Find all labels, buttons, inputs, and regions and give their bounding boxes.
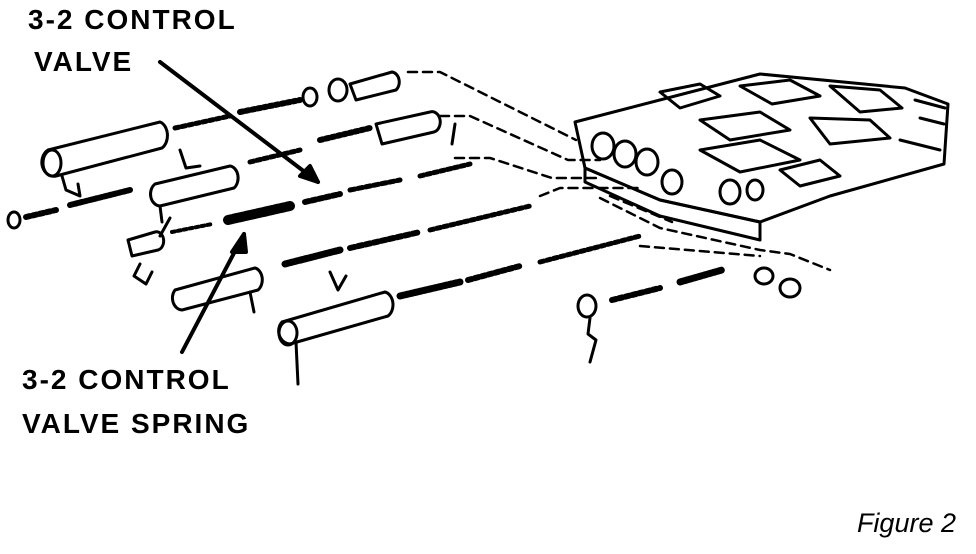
small-parts-lower-right	[576, 266, 802, 364]
leader-arrow-control-spring	[180, 232, 248, 354]
valve-row-3	[126, 161, 473, 286]
valve-row-5	[277, 233, 643, 386]
leader-arrow-control-valve	[158, 60, 320, 184]
valve-body-casting	[573, 72, 950, 242]
valve-row-2	[6, 110, 457, 238]
control-valve-label-line1: 3-2 CONTROL	[28, 4, 237, 35]
control-valve-label-line2: VALVE	[34, 46, 134, 77]
control-spring-label-line2: VALVE SPRING	[22, 408, 251, 439]
dashed-guide-lines	[406, 70, 832, 272]
valve-row-1	[40, 70, 401, 198]
valve-row-4	[170, 203, 533, 314]
control-spring-label-line1: 3-2 CONTROL	[22, 364, 231, 395]
figure-caption: Figure 2	[856, 508, 956, 538]
